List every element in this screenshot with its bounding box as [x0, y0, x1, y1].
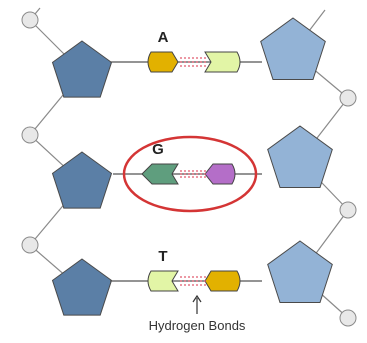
left-sugar [51, 258, 113, 316]
base-label: G [152, 141, 164, 158]
left-backbone [21, 7, 113, 316]
base-yellow [147, 51, 179, 73]
base-pair-G: G [113, 141, 262, 185]
right-backbone [260, 9, 357, 327]
hydrogen-bonds-label: Hydrogen Bonds [149, 318, 246, 333]
right-sugar [267, 240, 333, 303]
base-light-green [147, 270, 179, 292]
base-label: A [158, 29, 169, 46]
left-sugar [51, 40, 113, 98]
right-phosphate [339, 309, 357, 327]
base-green [141, 163, 179, 185]
highlight-circle [122, 135, 258, 213]
base-pair-A: A [110, 29, 262, 73]
right-phosphate [339, 89, 357, 107]
base-yellow [204, 270, 241, 292]
right-sugar [267, 125, 333, 188]
left-phosphate [21, 11, 39, 29]
base-light-green [204, 51, 241, 73]
left-phosphate [21, 236, 39, 254]
base-label: T [158, 248, 167, 265]
left-phosphate [21, 126, 39, 144]
left-sugar [51, 151, 113, 209]
hydrogen-bonds-annotation: Hydrogen Bonds [149, 294, 246, 333]
up-arrow-head [192, 294, 202, 303]
base-pair-T: T [110, 248, 262, 292]
right-phosphate [339, 201, 357, 219]
base-purple [204, 163, 236, 185]
right-sugar [260, 17, 326, 80]
